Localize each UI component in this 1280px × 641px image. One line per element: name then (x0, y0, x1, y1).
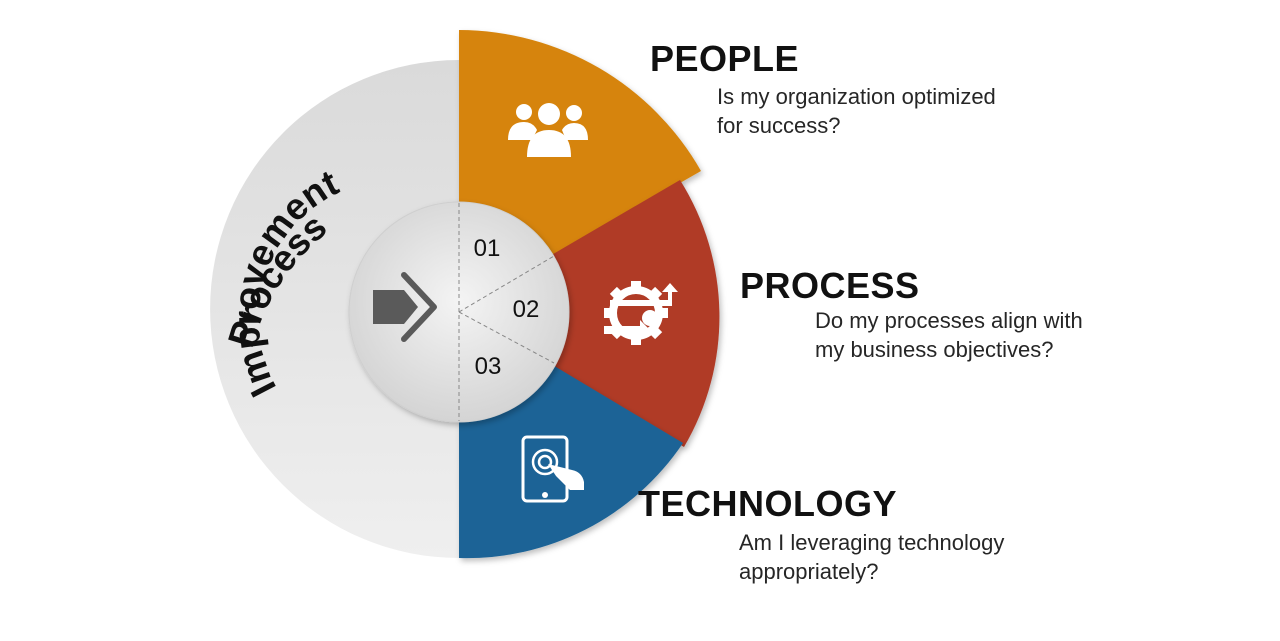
process-heading: PROCESS (740, 265, 920, 306)
center-hub: 01 02 03 (348, 201, 570, 423)
segment-number-02: 02 (513, 296, 540, 323)
technology-description-line: appropriately? (739, 559, 879, 584)
process-segment[interactable] (459, 180, 720, 447)
technology-description: Am I leveraging technology appropriately… (739, 528, 1004, 586)
arrow-right-icon (373, 272, 437, 342)
people-description-line: Is my organization optimized (717, 84, 996, 109)
process-description-line: my business objectives? (815, 337, 1054, 362)
people-description-line: for success? (717, 113, 841, 138)
gear-cycle-icon (604, 281, 678, 345)
process-description-line: Do my processes align with (815, 308, 1083, 333)
hub-divider-lower (458, 311, 555, 364)
people-group-icon (508, 103, 588, 157)
technology-description-line: Am I leveraging technology (739, 530, 1005, 555)
people-heading: PEOPLE (650, 38, 800, 79)
segment-number-03: 03 (475, 353, 502, 380)
segment-number-01: 01 (474, 235, 501, 262)
technology-heading: TECHNOLOGY (638, 483, 898, 524)
process-description: Do my processes align with my business o… (815, 306, 1083, 364)
hub-divider-upper (458, 255, 555, 313)
tablet-touch-icon (521, 435, 584, 503)
process-improvement-ring (210, 60, 459, 558)
people-description: Is my organization optimized for success… (717, 82, 996, 140)
